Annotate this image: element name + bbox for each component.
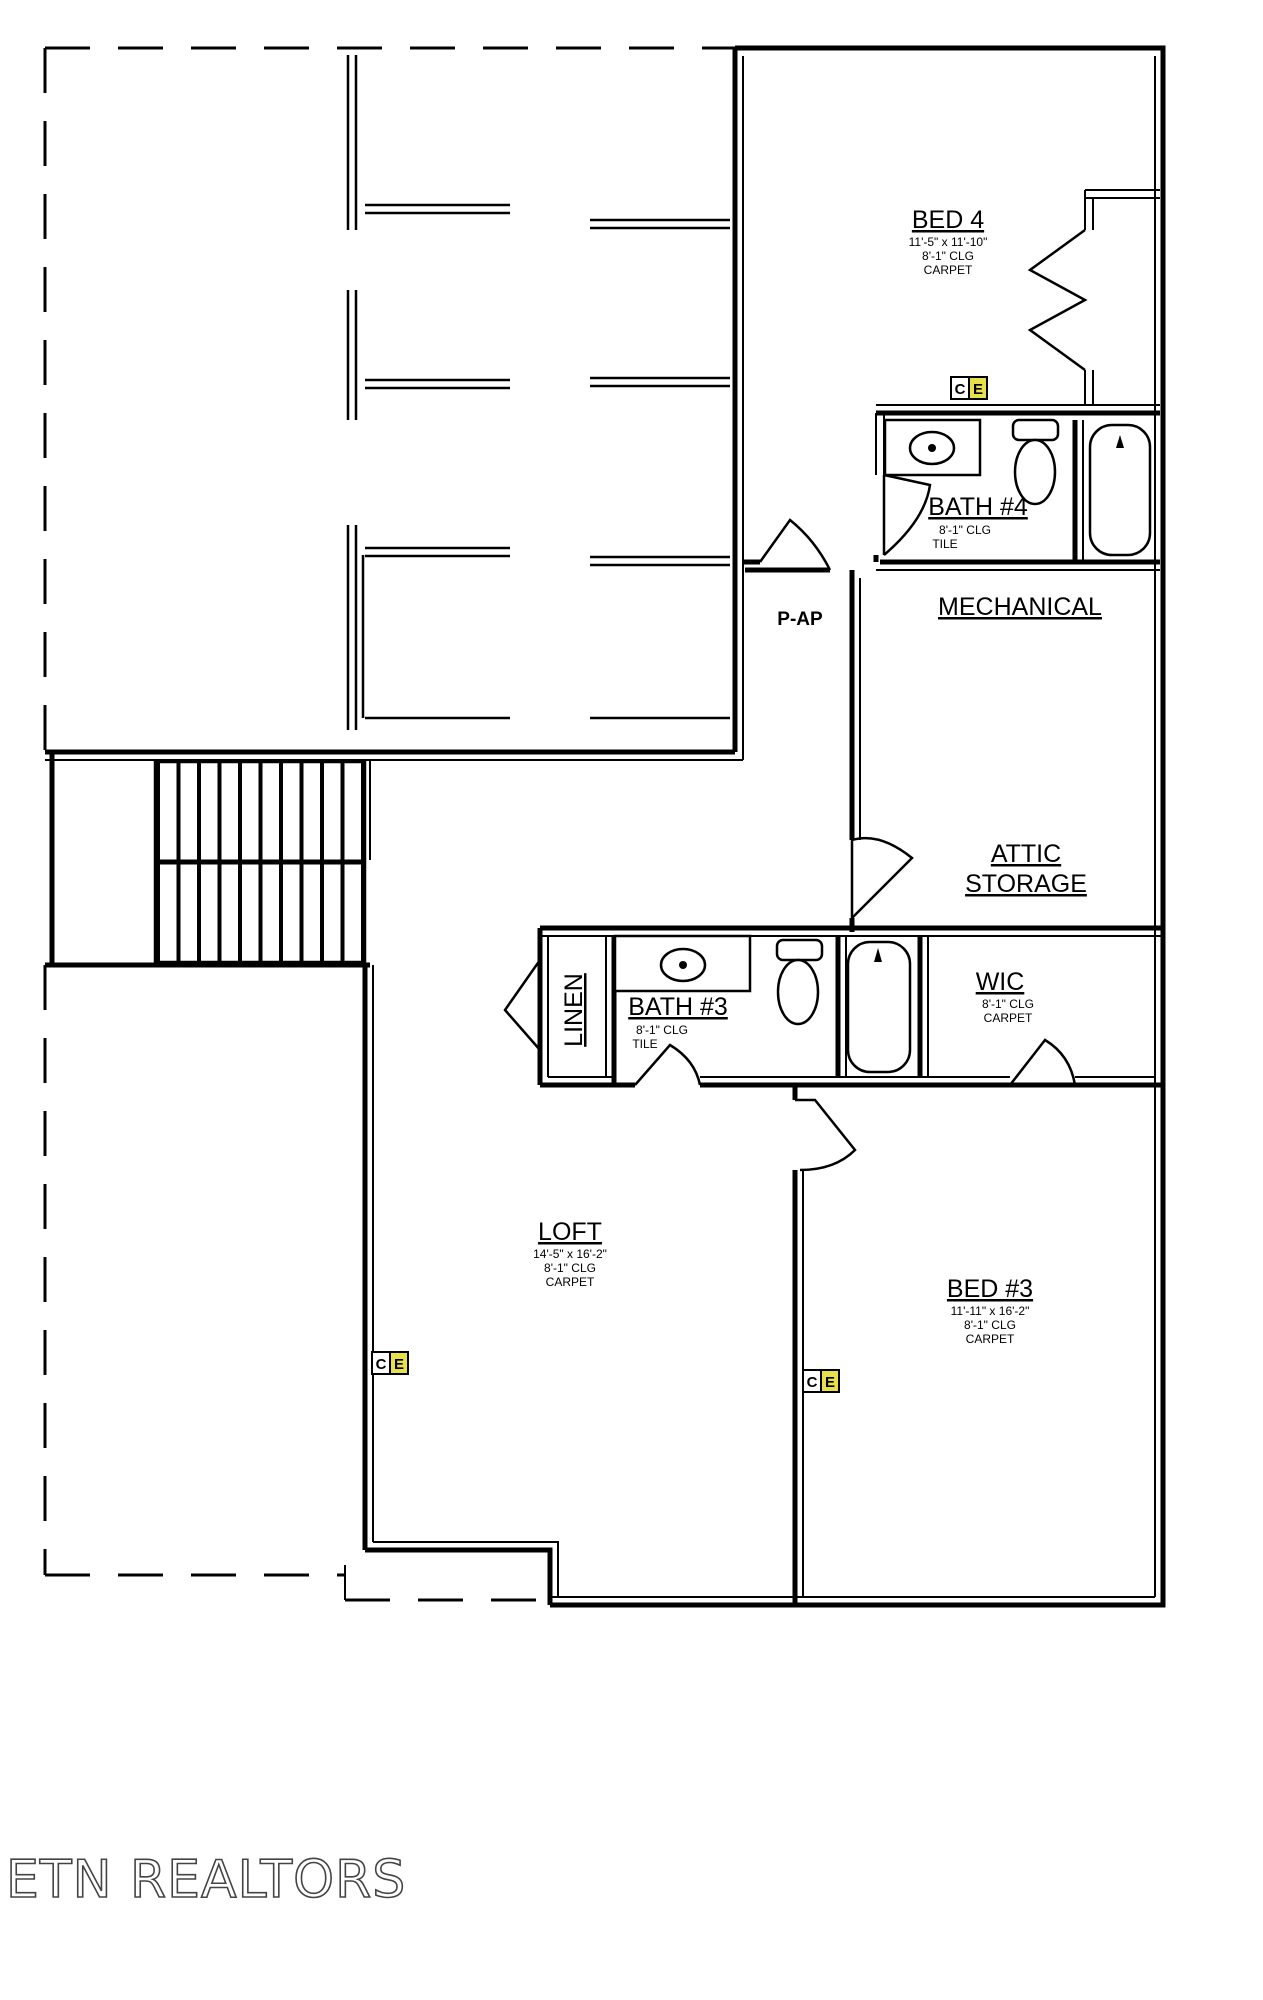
room-bath3-label: BATH #3 8'-1" CLG TILE <box>628 993 728 1051</box>
room-ceiling: 8'-1" CLG <box>964 1318 1016 1332</box>
room-name: MECHANICAL <box>938 593 1102 621</box>
marker-e-letter: E <box>825 1374 835 1391</box>
marker-c-letter: C <box>376 1356 387 1373</box>
marker-e-letter: E <box>973 381 983 398</box>
ce-marker-loft: C E <box>371 1351 409 1375</box>
room-floor: CARPET <box>966 1332 1015 1346</box>
room-name: BED #3 <box>947 1275 1033 1303</box>
room-dimensions: 11'-5" x 11'-10" <box>909 235 988 249</box>
room-loft-label: LOFT 14'-5" x 16'-2" 8'-1" CLG CARPET <box>533 1218 607 1289</box>
room-bath4-label: BATH #4 8'-1" CLG TILE <box>928 493 1028 551</box>
room-ceiling: 8'-1" CLG <box>922 249 974 263</box>
room-mechanical-label: MECHANICAL <box>938 593 1102 621</box>
room-floor: CARPET <box>984 1011 1033 1025</box>
room-name-line1: ATTIC <box>991 840 1061 868</box>
room-name: BED 4 <box>912 206 984 234</box>
room-floor: TILE <box>632 1037 657 1051</box>
watermark-text: ETN REALTORS <box>5 1849 407 1911</box>
room-ceiling: 8'-1" CLG <box>982 997 1034 1011</box>
room-bed3-label: BED #3 11'-11" x 16'-2" 8'-1" CLG CARPET <box>947 1275 1033 1346</box>
roof-truss-lines <box>346 55 730 730</box>
room-name-line2: STORAGE <box>965 870 1087 898</box>
doors <box>503 228 1088 1172</box>
room-floor: CARPET <box>546 1275 595 1289</box>
room-ceiling: 8'-1" CLG <box>636 1023 688 1037</box>
room-bed4-label: BED 4 11'-5" x 11'-10" 8'-1" CLG CARPET <box>909 206 988 277</box>
fixtures <box>613 418 1152 1074</box>
staircase <box>153 760 367 964</box>
walls <box>45 45 1166 1608</box>
marker-c-letter: C <box>807 1374 818 1391</box>
room-name: BATH #3 <box>628 993 728 1021</box>
ce-marker-bed3: C E <box>802 1369 840 1393</box>
room-floor: TILE <box>932 537 957 551</box>
ce-marker-bed4: C E <box>950 376 988 400</box>
room-dimensions: 14'-5" x 16'-2" <box>533 1247 607 1261</box>
room-name: LINEN <box>560 973 588 1047</box>
room-name: WIC <box>976 968 1025 996</box>
room-dimensions: 11'-11" x 16'-2" <box>951 1304 1030 1318</box>
room-floor: CARPET <box>924 263 973 277</box>
room-ceiling: 8'-1" CLG <box>544 1261 596 1275</box>
room-pap-label: P-AP <box>777 609 823 630</box>
room-linen-label: LINEN <box>560 973 588 1047</box>
room-ceiling: 8'-1" CLG <box>939 523 991 537</box>
room-name: BATH #4 <box>928 493 1028 521</box>
room-name: P-AP <box>777 609 823 630</box>
room-attic-storage-label: ATTIC STORAGE <box>965 840 1087 898</box>
marker-e-letter: E <box>394 1356 404 1373</box>
dashed-roof-outline <box>43 46 735 1602</box>
marker-c-letter: C <box>955 381 966 398</box>
room-name: LOFT <box>538 1218 602 1246</box>
room-wic-label: WIC 8'-1" CLG CARPET <box>976 968 1034 1025</box>
